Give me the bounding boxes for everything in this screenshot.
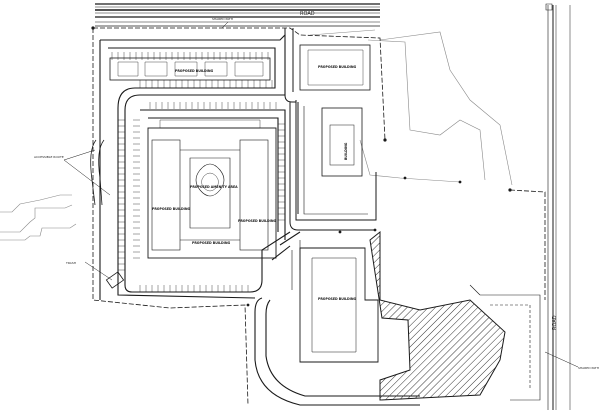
label-clubhouse: PROPOSED AMENITY AREA <box>190 185 238 189</box>
site-boundary <box>92 27 546 406</box>
label-building-center-right: PROPOSED BUILDING <box>238 219 277 223</box>
property-markers <box>91 26 512 307</box>
southeast-lot <box>469 284 541 401</box>
callout-leaders <box>63 21 579 368</box>
building-south <box>299 247 379 363</box>
building-northwest <box>109 57 271 81</box>
label-building-e: BUILDING <box>344 142 348 160</box>
callout-accessible-route: ACCESSIBLE ROUTE <box>34 155 64 159</box>
left-walkway <box>90 139 125 289</box>
hatched-area <box>369 230 506 401</box>
callout-shared-path-top: SHARED PATH <box>212 17 233 21</box>
center-drive <box>284 28 375 231</box>
right-road-label: ROAD <box>552 315 558 330</box>
building-northeast <box>299 44 371 91</box>
parking-stalls-west <box>118 119 285 292</box>
top-road <box>95 3 380 27</box>
right-road <box>547 5 571 410</box>
callout-trash: TRASH <box>65 261 76 265</box>
label-building-center-left: PROPOSED BUILDING <box>152 207 191 211</box>
label-building-nw: PROPOSED BUILDING <box>175 69 214 73</box>
corner-mark <box>545 3 553 11</box>
label-building-ne: PROPOSED BUILDING <box>318 65 357 69</box>
building-courtyard <box>147 119 277 259</box>
parking-stalls-north <box>111 52 277 109</box>
building-east <box>295 100 377 221</box>
top-road-label: ROAD <box>300 11 315 17</box>
label-building-s: PROPOSED BUILDING <box>192 241 231 245</box>
parking-lot-outline <box>99 33 291 300</box>
callout-shared-path-right: SHARED PATH <box>578 366 599 370</box>
left-contours <box>0 194 77 241</box>
northeast-contours <box>309 29 513 186</box>
south-drive <box>254 231 420 406</box>
label-building-south: PROPOSED BUILDING <box>318 297 357 301</box>
